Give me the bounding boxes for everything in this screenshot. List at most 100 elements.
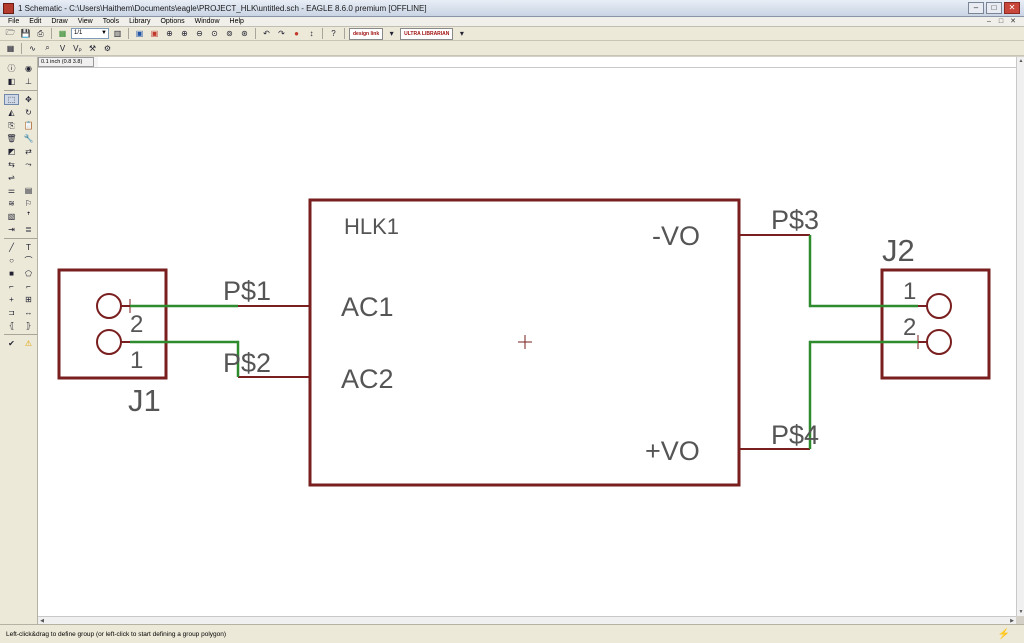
optimize-icon[interactable]: ⇌ (8, 173, 15, 182)
command-line-input[interactable] (98, 57, 1018, 67)
gateswap-icon[interactable]: ⇄ (25, 147, 32, 156)
print-icon[interactable]: ⎙ (37, 28, 44, 38)
erc-check-icon[interactable]: ✔ (8, 339, 15, 348)
j2-name-label[interactable]: J2 (882, 233, 915, 268)
value-tool-icon[interactable]: ꜛ (26, 212, 31, 221)
delete-icon[interactable]: 🗑 (6, 134, 17, 143)
junction-icon[interactable]: + (9, 295, 14, 304)
maximize-button[interactable]: □ (986, 2, 1002, 14)
menu-edit[interactable]: Edit (29, 18, 42, 25)
move-icon[interactable]: ✥ (25, 95, 32, 104)
rotate-icon[interactable]: ↻ (25, 108, 32, 117)
library-icon[interactable]: ▥ (113, 29, 122, 38)
warning-icon[interactable]: ⚠ (24, 339, 33, 348)
polygon-icon[interactable]: ⬠ (25, 269, 32, 278)
menu-tools[interactable]: Tools (102, 18, 120, 25)
bus-icon[interactable]: ▤ (24, 186, 33, 195)
eagle-app-icon[interactable] (3, 2, 14, 14)
doc-minimize-button[interactable]: – (987, 18, 991, 25)
net-p4-label[interactable]: P$4 (771, 420, 819, 450)
zoom-select-icon[interactable]: ⊛ (241, 29, 248, 38)
j1-name-label[interactable]: J1 (128, 383, 161, 418)
bracket-right-icon[interactable]: ⦄ (25, 321, 32, 330)
layers-icon[interactable]: ◧ (7, 77, 16, 86)
pinswap-icon[interactable]: ⇆ (8, 160, 15, 169)
menu-draw[interactable]: Draw (51, 18, 68, 25)
hlk1-name-label[interactable]: HLK1 (344, 214, 399, 239)
wrench-icon[interactable]: 🔧 (23, 134, 34, 143)
wire-icon[interactable]: ⌐ (26, 282, 31, 291)
board-icon[interactable]: ▣ (135, 29, 144, 38)
net-p1-label[interactable]: P$1 (223, 276, 271, 306)
eye-icon[interactable]: ◉ (25, 64, 32, 73)
zoom-out-icon[interactable]: ⊖ (196, 29, 203, 38)
search-icon[interactable]: ⌕ (45, 43, 50, 52)
save-icon[interactable]: 💾 (20, 29, 31, 38)
menu-file[interactable]: File (8, 18, 20, 25)
ultralibrarian-button[interactable]: ULTRA LIBRARIAN (400, 27, 454, 40)
replace-icon[interactable]: ◩ (7, 147, 16, 156)
wire-bend-icon[interactable]: ∿ (29, 43, 36, 53)
scroll-right-icon[interactable]: ▶ (1010, 618, 1014, 624)
go-icon[interactable]: ↕ (309, 29, 314, 38)
split-icon[interactable]: ⤳ (25, 159, 32, 169)
stop-icon[interactable]: ● (294, 29, 299, 38)
lightning-icon[interactable]: ⚡ (997, 629, 1010, 640)
net-p3-wire[interactable] (808, 235, 918, 308)
minimize-button[interactable]: – (968, 2, 984, 14)
measure-icon[interactable]: ↔ (24, 308, 33, 317)
menu-window[interactable]: Window (194, 18, 220, 25)
net-p2-label[interactable]: P$2 (223, 348, 271, 378)
hlk1-body[interactable] (308, 198, 741, 487)
paste-icon[interactable]: 📋 (23, 121, 34, 130)
redo-icon[interactable]: ↷ (278, 29, 285, 38)
scroll-down-icon[interactable]: ▼ (1018, 609, 1024, 615)
zoom-in-icon[interactable]: ⊕ (181, 29, 188, 38)
horizontal-scrollbar[interactable]: ◀ ▶ (38, 616, 1016, 624)
chevron-down-icon[interactable]: ▾ (389, 29, 394, 38)
zoom-fit-icon[interactable]: ⊕ (166, 29, 173, 38)
net-class-icon[interactable]: ⊞ (25, 295, 32, 304)
scroll-up-icon[interactable]: ▲ (1018, 58, 1024, 64)
zoom-area-icon[interactable]: ⊚ (226, 29, 233, 38)
add-part-icon[interactable]: ⊐ (8, 308, 15, 317)
attribute-icon[interactable]: ▧ (7, 212, 16, 221)
net-p4-wire[interactable] (808, 340, 918, 449)
net-icon[interactable]: ⚌ (7, 186, 16, 195)
close-button[interactable]: ✕ (1004, 2, 1020, 14)
net-p2-wire[interactable] (130, 340, 240, 377)
net-p3-label[interactable]: P$3 (771, 205, 819, 235)
label-icon[interactable]: ⚐ (24, 199, 33, 208)
zoom-redraw-icon[interactable]: ⊙ (211, 29, 218, 38)
group-select-icon[interactable]: ⬚ (4, 94, 19, 105)
erc-icon[interactable]: ≣ (25, 225, 32, 234)
text-icon[interactable]: T (26, 243, 31, 252)
menu-options[interactable]: Options (160, 18, 185, 25)
j2-body[interactable] (880, 268, 991, 380)
doc-close-button[interactable]: ✕ (1010, 18, 1016, 25)
smash-icon[interactable]: ⚒ (88, 43, 97, 53)
j1-body[interactable] (57, 268, 168, 380)
designlink-button[interactable]: design link (349, 27, 384, 40)
arc-icon[interactable]: ⌒ (24, 256, 33, 265)
line-icon[interactable]: ╱ (9, 243, 14, 252)
undo-icon[interactable]: ↶ (263, 29, 270, 38)
schematic-icon[interactable]: ▣ (150, 29, 159, 38)
doc-restore-button[interactable]: □ (998, 18, 1004, 25)
name-icon[interactable]: ≋ (8, 199, 15, 208)
sheet-select[interactable]: 1/1▼ (71, 28, 109, 39)
open-icon[interactable]: 🗁 (5, 27, 16, 37)
copy-icon[interactable]: ⎘ (8, 120, 15, 130)
grid-icon[interactable]: ▦ (6, 43, 15, 53)
scroll-left-icon[interactable]: ◀ (40, 618, 44, 624)
mark-icon[interactable]: ⊥ (25, 77, 32, 86)
value-property-icon[interactable]: Vₚ (73, 43, 82, 53)
chevron-down-icon[interactable]: ▾ (459, 29, 464, 38)
value-icon[interactable]: V (59, 43, 66, 53)
menu-library[interactable]: Library (129, 18, 151, 25)
help-icon[interactable]: ? (331, 29, 336, 38)
rect-icon[interactable]: ■ (9, 269, 14, 278)
bracket-left-icon[interactable]: ⦃ (8, 321, 15, 330)
schematic-canvas[interactable]: HLK1 AC1 AC2 -VO +VO P$1 P$2 P$3 P$4 2 1… (38, 68, 1016, 616)
mirror-icon[interactable]: ◭ (8, 108, 15, 117)
